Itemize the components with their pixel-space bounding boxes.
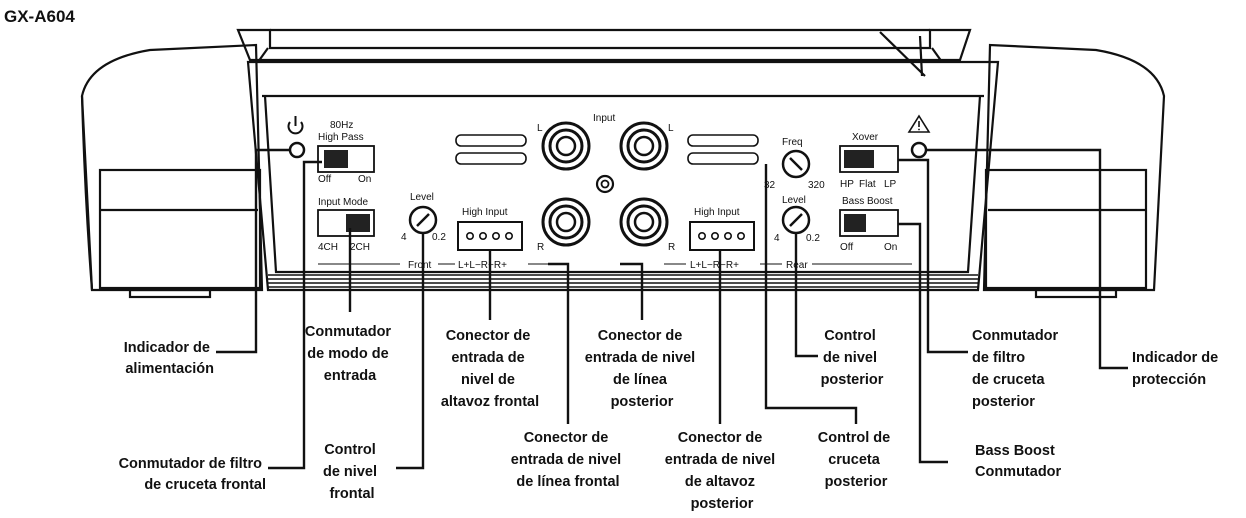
label-2ch: 2CH — [350, 242, 370, 253]
callout-rear-level-control: Control de nivel posterior — [821, 328, 884, 388]
model-title: GX-A604 — [4, 7, 75, 26]
label-front: Front — [408, 260, 432, 271]
front-panel-controls: 80Hz High Pass Off On Input Mode 4CH 2CH… — [287, 113, 931, 271]
input-mode-switch-slider — [346, 214, 370, 232]
callout-front-xover-switch: Conmutador de filtro de cruceta frontal — [119, 456, 266, 493]
label-rear-level: Level — [782, 195, 806, 206]
label-front-high-input: High Input — [462, 207, 508, 218]
callout-front-line-input: Conector de entrada de nivel de línea fr… — [511, 430, 625, 490]
callout-rear-speaker-input: Conector de entrada de nivel de altavoz … — [665, 430, 779, 512]
power-indicator-led — [288, 141, 306, 159]
label-off-front: Off — [318, 174, 331, 185]
label-input: Input — [593, 113, 615, 124]
high-pass-switch-slider — [324, 150, 348, 168]
label-hp: HP — [840, 179, 854, 190]
leader-lines — [216, 148, 1128, 470]
label-front-terminals: L+L−R−R+ — [458, 260, 507, 271]
callout-rear-xover-switch: Conmutador de filtro de cruceta posterio… — [972, 328, 1062, 410]
label-rear-terminals: L+L−R−R+ — [690, 260, 739, 271]
callout-protection-indicator: Indicador de protección — [1132, 350, 1222, 388]
label-off-rear: Off — [840, 242, 853, 253]
callout-power-indicator: Indicador de alimentación — [124, 340, 214, 377]
ground-screw — [595, 174, 615, 194]
callout-rear-line-input: Conector de entrada de nivel de línea po… — [585, 328, 699, 410]
label-flat: Flat — [859, 179, 876, 190]
label-input-mode: Input Mode — [318, 197, 368, 208]
rca-front-r[interactable] — [541, 197, 591, 247]
rca-rear-l[interactable] — [619, 121, 669, 171]
rca-front-l[interactable] — [541, 121, 591, 171]
label-lp: LP — [884, 179, 897, 190]
label-front-level-max: 0.2 — [432, 232, 446, 243]
label-l-front: L — [537, 123, 543, 134]
callout-labels: Indicador de alimentación Conmutador de … — [119, 324, 1222, 512]
label-front-level-min: 4 — [401, 232, 407, 243]
label-front-level: Level — [410, 192, 434, 203]
label-l-rear: L — [668, 123, 674, 134]
label-on-front: On — [358, 174, 371, 185]
label-r-front: R — [537, 242, 544, 253]
protection-indicator-led — [910, 141, 928, 159]
power-icon — [287, 116, 304, 135]
label-freq-max: 320 — [808, 180, 825, 191]
callout-front-speaker-input: Conector de entrada de nivel de altavoz … — [441, 328, 539, 410]
label-freq: Freq — [782, 137, 803, 148]
label-4ch: 4CH — [318, 242, 338, 253]
label-bass-boost: Bass Boost — [842, 196, 893, 207]
label-r-rear: R — [668, 242, 675, 253]
callout-input-mode-switch: Conmutador de modo de entrada — [305, 324, 395, 384]
rca-rear-r[interactable] — [619, 197, 669, 247]
label-rear-level-max: 0.2 — [806, 233, 820, 244]
label-80hz: 80Hz — [330, 120, 353, 131]
label-on-rear: On — [884, 242, 897, 253]
callout-front-level-control: Control de nivel frontal — [323, 442, 381, 502]
label-freq-min: 32 — [764, 180, 776, 191]
label-high-pass: High Pass — [318, 132, 364, 143]
callout-bass-boost-switch: Bass Boost Conmutador — [975, 443, 1062, 480]
rear-xover-switch-slider — [844, 150, 874, 168]
callout-rear-xover-control: Control de cruceta posterior — [818, 430, 895, 490]
warning-icon — [907, 114, 931, 133]
bass-boost-switch-slider — [844, 214, 866, 232]
amplifier-body — [80, 28, 1166, 299]
label-rear-level-min: 4 — [774, 233, 780, 244]
label-xover: Xover — [852, 132, 879, 143]
label-rear-high-input: High Input — [694, 207, 740, 218]
